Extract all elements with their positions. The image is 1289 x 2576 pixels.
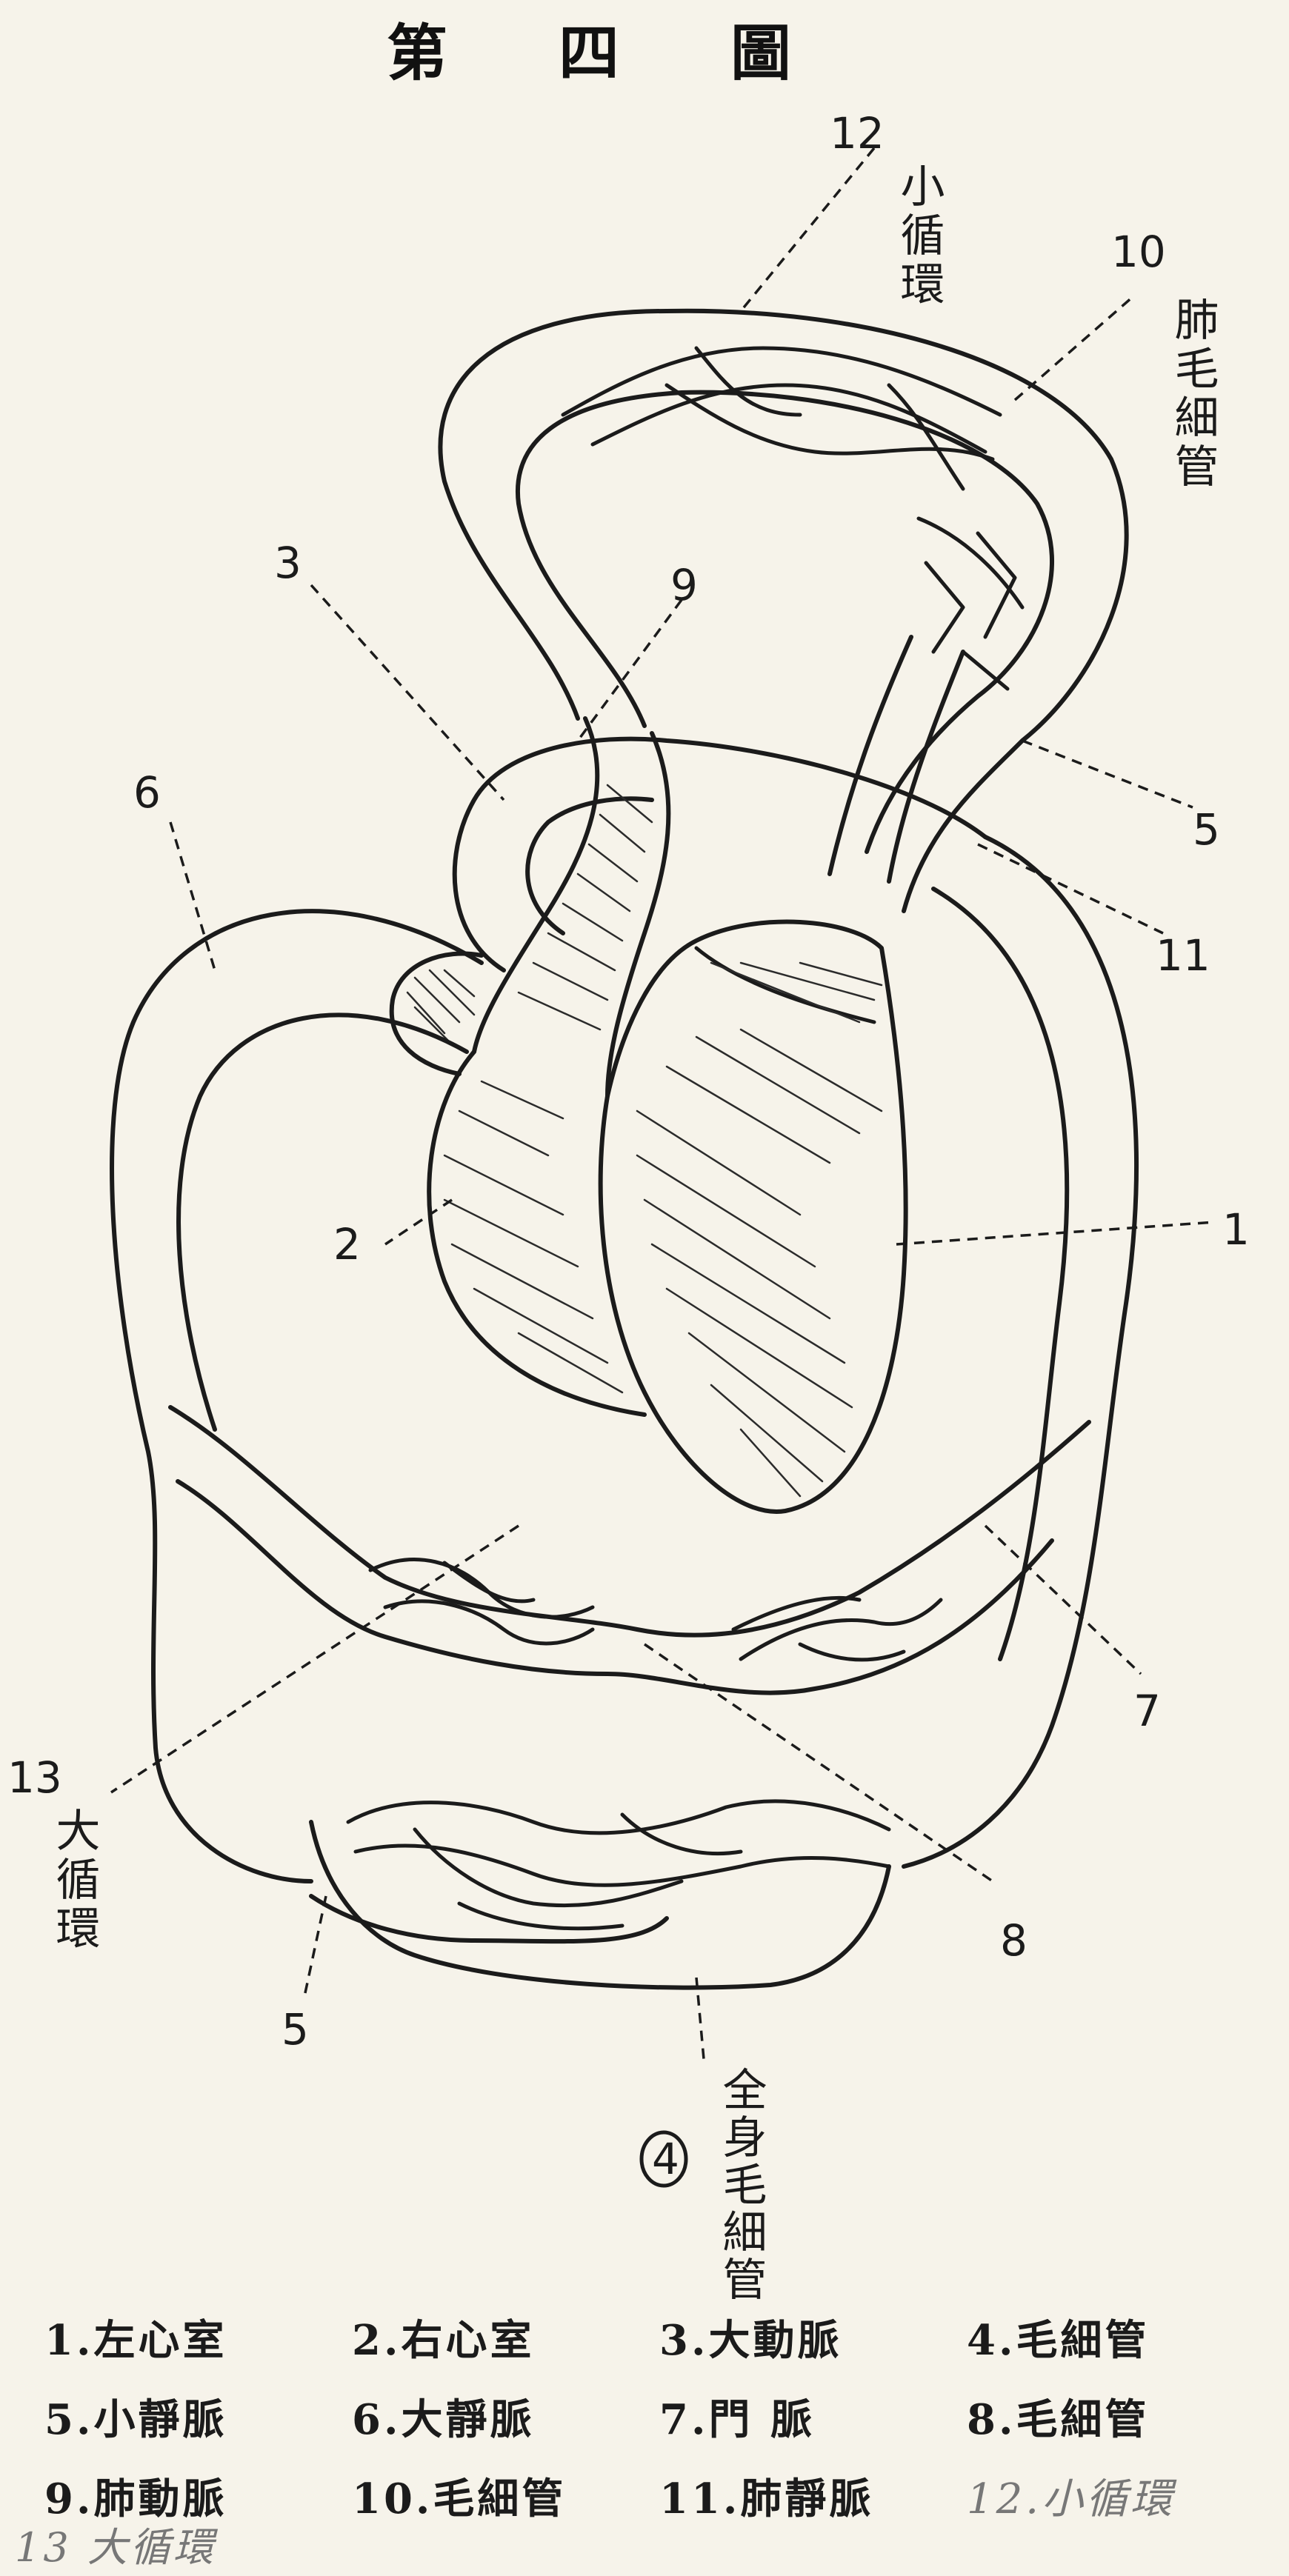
pulmonary-vein-2 [889,652,963,881]
legend-footnote: 13 大循環 [15,2515,216,2573]
leader-11 [978,844,1163,933]
leader-8 [644,1644,993,1881]
callout-7: 7 [1133,1686,1161,1736]
left-ventricle-hatching [637,963,882,1496]
callout-3: 3 [274,538,302,588]
legend-item: 1.左心室 [44,2307,337,2367]
legend-item: 5.小靜脈 [44,2386,337,2446]
systemic-capillary-network [348,1801,889,1929]
leader-5b [304,1896,326,2000]
callout-8: 8 [1000,1915,1027,1966]
pulmonary-loop-outer [440,311,1126,911]
pulmonary-artery-2 [607,733,668,1096]
vena-cava-inner [179,1015,467,1429]
legend-item: 3.大動脈 [659,2307,952,2367]
legend-item: 8.毛細管 [967,2386,1259,2446]
vena-cava [112,911,482,1881]
legend-item: 7.門 脈 [659,2386,952,2446]
callout-1: 1 [1222,1204,1250,1255]
leader-10 [1015,296,1133,400]
portal-vein-lower [178,1481,1052,1693]
left-atrium-top [696,948,874,1022]
callout-10: 10 [1111,227,1166,277]
callout-11: 11 [1156,930,1210,981]
leader-1 [896,1222,1215,1244]
pulmonary-artery [474,718,597,1052]
legend-item: 12.小循環 [967,2466,1259,2526]
systemic-capillary-loop-inner [311,1896,667,1941]
legend-item: 4.毛細管 [967,2307,1259,2367]
callout-13: 13 [7,1752,62,1803]
callout-2: 2 [333,1219,361,1269]
aorta-descending [904,837,1136,1866]
callout-5a: 5 [1193,804,1220,855]
right-auricle-hatching [407,970,474,1044]
left-ventricle [601,922,906,1512]
diagram-title: 第四圖 [387,18,902,89]
callout-6: 6 [133,767,161,818]
label-pulmonary-capillaries: 肺毛細管 [1167,296,1219,492]
leader-12 [741,148,874,311]
leader-5a [1022,741,1193,807]
leader-9 [578,600,682,741]
legend-item: 11.肺靜脈 [659,2466,952,2526]
leader-13 [111,1526,519,1792]
leader-2 [385,1200,452,1244]
label-systemic-circulation: 大循環 [48,1807,100,1954]
leader-7 [985,1526,1141,1674]
leader-3 [311,585,504,800]
leader-lines [111,148,1215,2059]
legend-item: 6.大靜脈 [352,2386,644,2446]
legend-item: 10.毛細管 [352,2466,644,2526]
label-body-capillaries: 全身毛細管 [715,2066,767,2303]
callout-5b: 5 [282,2004,309,2055]
callout-12: 12 [830,108,885,159]
right-ventricle-hatching [444,1081,622,1392]
label-pulmonary-circulation: 小循環 [893,163,945,310]
legend-item: 2.右心室 [352,2307,644,2367]
callout-9: 9 [670,560,698,610]
portal-capillary-network [370,1560,941,1660]
portal-vein-upper [170,1407,1089,1635]
callout-4: 4 [652,2134,679,2184]
